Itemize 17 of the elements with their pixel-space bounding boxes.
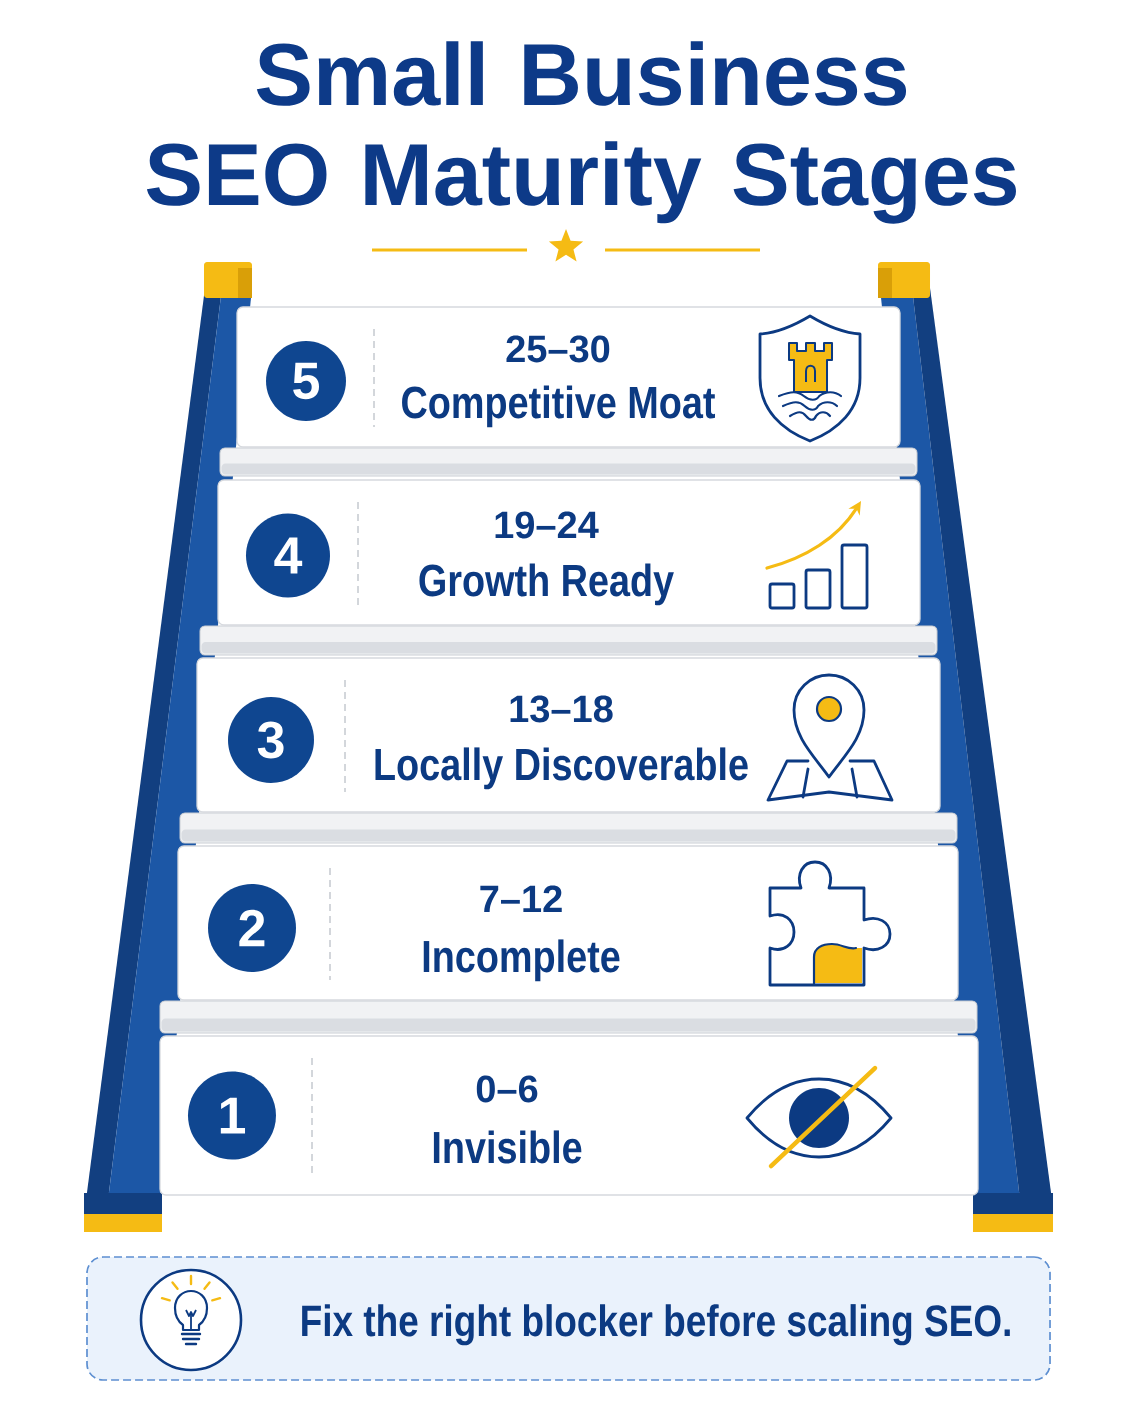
score-range: 25–30 (506, 335, 610, 363)
tip-text: Fix the right blocker before scaling SEO. (302, 1304, 1010, 1346)
number-badge: 5 (266, 341, 346, 421)
score-range: 7–12 (480, 885, 562, 912)
stage-name: Incomplete (423, 939, 620, 982)
number-badge: 1 (188, 1071, 276, 1160)
number-badge: 3 (228, 697, 314, 783)
stage-name: Locally Discoverable (375, 747, 748, 790)
stage-name: Growth Ready (419, 563, 674, 606)
title: Small Business SEO Maturity Stages (146, 41, 1016, 224)
number-badge: 4 (246, 513, 330, 598)
number-badge: 2 (208, 884, 296, 972)
score-range: 13–18 (510, 695, 613, 723)
score-range: 19–24 (495, 511, 599, 539)
stage-name: Invisible (433, 1130, 582, 1164)
score-range: 0–6 (476, 1075, 538, 1103)
stage-name: Competitive Moat (402, 385, 715, 428)
